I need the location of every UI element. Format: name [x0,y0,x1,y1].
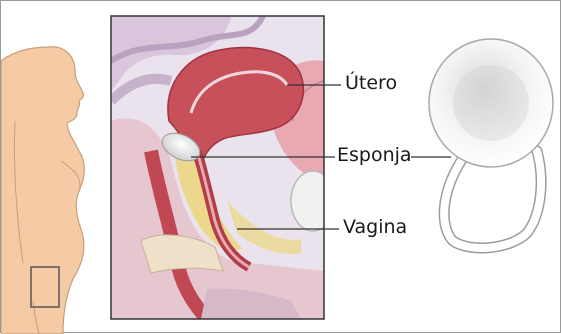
anatomy-panel [111,16,335,319]
uterus-label: Útero [345,74,397,93]
sponge-label: Esponja [337,146,412,165]
sponge-device [429,39,553,248]
vagina-label: Vagina [343,218,407,237]
body-silhouette [1,47,84,334]
